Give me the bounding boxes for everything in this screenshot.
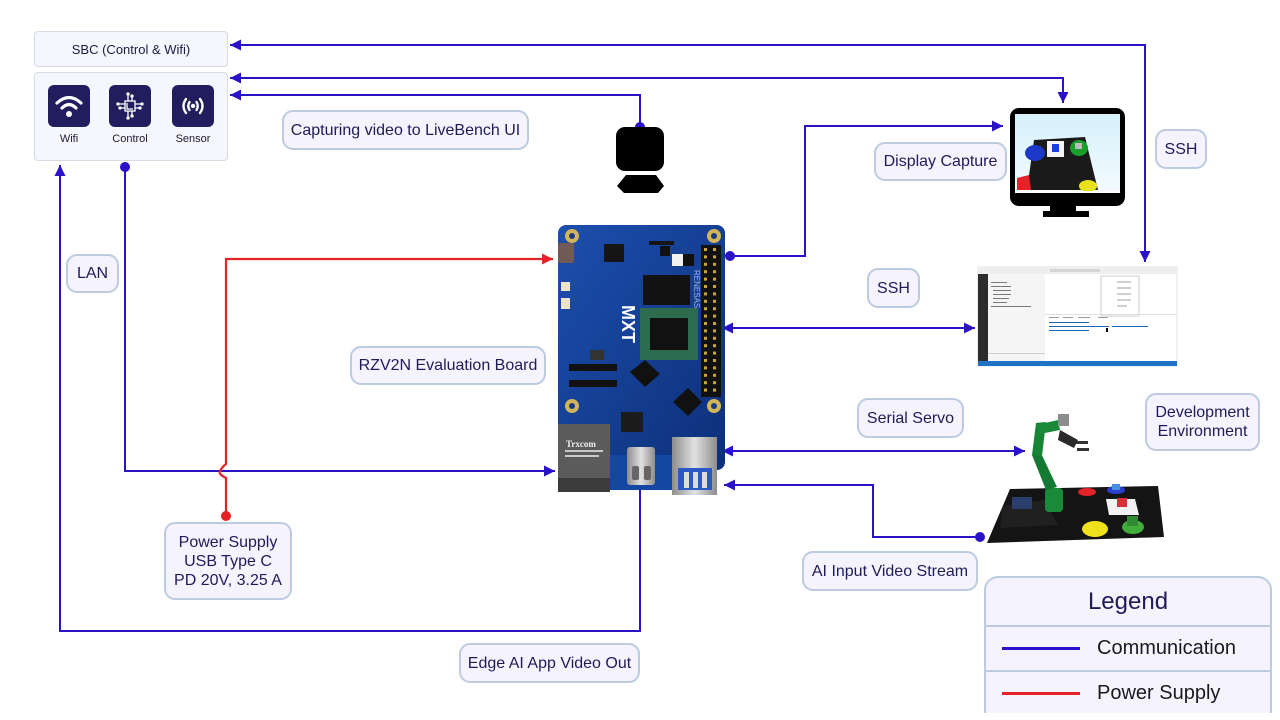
label-ssh-top: SSH	[1155, 129, 1207, 169]
power-supply-line: Power Supply	[178, 533, 278, 551]
header-pin	[704, 292, 707, 296]
header-pin	[713, 270, 716, 274]
sensor-broadcast-icon	[172, 85, 214, 127]
header-pin	[713, 285, 716, 288]
label-board: RZV2N Evaluation Board	[350, 346, 546, 385]
header-pin	[704, 255, 707, 259]
monitor-display	[1010, 108, 1125, 217]
legend-title: Legend	[986, 578, 1270, 627]
header-pin	[704, 307, 707, 311]
header-pin	[704, 381, 707, 385]
wifi-icon	[48, 85, 90, 127]
power-line-swatch	[1002, 692, 1080, 695]
header-pin	[704, 336, 707, 340]
sbc-title: SBC (Control & Wifi)	[71, 41, 191, 57]
label-serial-servo: Serial Servo	[857, 398, 964, 438]
ai-input-dot	[975, 532, 985, 542]
display-capture-dot	[725, 251, 735, 261]
header-pin	[713, 336, 716, 340]
power-supply-link	[218, 253, 553, 516]
header-pin	[713, 359, 716, 362]
lan-link-dot	[120, 162, 130, 172]
sbc-item-label: Wifi	[59, 133, 79, 145]
ssh-link-sbc-devenv	[230, 39, 1151, 262]
label-dev-environment: Development Environment	[1145, 393, 1260, 451]
display-capture-link	[730, 120, 1003, 257]
sbc-item-sensor: Sensor	[165, 85, 221, 145]
lan-link	[124, 167, 555, 477]
header-pin	[713, 314, 716, 318]
camera-icon	[616, 127, 664, 193]
legend-item-power-supply: Power Supply	[986, 672, 1270, 715]
header-pin	[713, 322, 716, 325]
circuit-chip-icon	[109, 85, 151, 127]
robot-arm-setup	[987, 414, 1164, 543]
header-pin	[704, 366, 707, 370]
board-vendor-text: RENESAS	[692, 270, 701, 308]
legend: Legend Communication Power Supply	[984, 576, 1272, 713]
header-pin	[713, 248, 716, 251]
header-pin	[713, 373, 716, 377]
header-pin	[713, 255, 716, 259]
header-pin	[713, 262, 716, 266]
connection-dots	[120, 122, 985, 542]
header-pin	[713, 381, 716, 385]
dev-env-line: Environment	[1157, 423, 1248, 440]
label-edge-ai-video-out: Edge AI App Video Out	[459, 643, 640, 683]
legend-item-communication: Communication	[986, 627, 1270, 672]
header-pin	[704, 351, 707, 355]
edge-ai-video-out-link	[54, 165, 641, 632]
rzv2n-evaluation-board: MXT RENESAS Trxcom	[558, 225, 725, 495]
header-pin	[713, 366, 716, 370]
header-pin	[713, 344, 716, 348]
legend-item-label: Power Supply	[1097, 682, 1221, 704]
header-pin	[704, 373, 707, 377]
header-pin	[704, 285, 707, 288]
header-pin	[704, 262, 707, 266]
sbc-item-label: Sensor	[175, 133, 211, 145]
dev-env-line: Development	[1155, 404, 1250, 421]
communication-line-swatch	[1002, 647, 1080, 650]
label-display-capture: Display Capture	[874, 142, 1007, 181]
power-dot	[221, 511, 231, 521]
label-ai-input-video: AI Input Video Stream	[802, 551, 978, 591]
sbc-item-label: Control	[112, 133, 148, 145]
header-pin	[713, 307, 716, 311]
header-pin	[713, 388, 716, 392]
label-capturing-video: Capturing video to LiveBench UI	[282, 110, 529, 150]
header-pin	[713, 329, 716, 333]
sbc-title-box: SBC (Control & Wifi)	[34, 31, 228, 67]
legend-item-label: Communication	[1097, 637, 1236, 659]
header-pin	[704, 359, 707, 362]
sbc-item-control: Control	[102, 85, 158, 145]
ethernet-brand-text: Trxcom	[566, 439, 596, 449]
header-pin	[704, 248, 707, 251]
label-lan: LAN	[66, 254, 119, 293]
header-pin	[713, 299, 716, 303]
header-pin	[704, 277, 707, 281]
header-pin	[704, 299, 707, 303]
camera-link-to-sbc	[230, 89, 641, 124]
header-pin	[704, 314, 707, 318]
sbc-item-wifi: Wifi	[41, 85, 97, 145]
ai-input-video-link	[724, 479, 980, 538]
label-power-supply: Power Supply USB Type C PD 20V, 3.25 A	[164, 522, 292, 600]
header-pin	[704, 322, 707, 325]
board-logo-text: MXT	[618, 305, 638, 343]
header-pin	[704, 388, 707, 392]
power-supply-line: USB Type C	[184, 552, 272, 570]
power-supply-line: PD 20V, 3.25 A	[174, 571, 282, 589]
header-pin	[704, 270, 707, 274]
header-pin	[713, 351, 716, 355]
header-pin	[704, 329, 707, 333]
dev-environment-window	[977, 266, 1178, 367]
header-pin	[713, 277, 716, 281]
label-ssh-mid: SSH	[867, 268, 920, 308]
header-pin	[713, 292, 716, 296]
sbc-panel: Wifi Control Sensor	[34, 72, 228, 161]
display-link-sbc-monitor	[230, 72, 1069, 103]
header-pin	[704, 344, 707, 348]
